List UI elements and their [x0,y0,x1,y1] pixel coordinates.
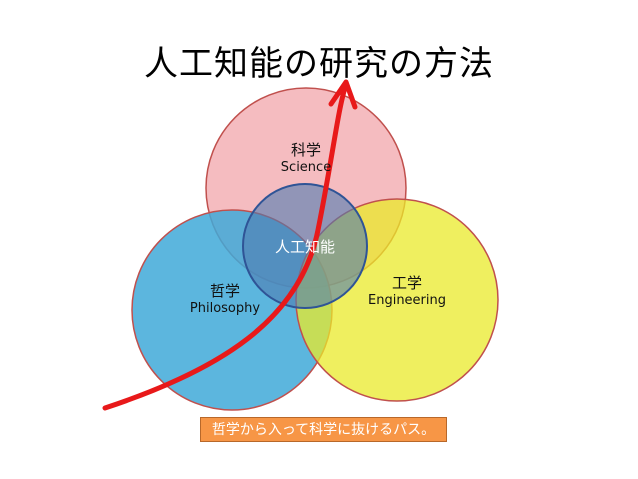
caption-box: 哲学から入って科学に抜けるパス。 [200,417,447,442]
slide-title: 人工知能の研究の方法 [144,44,494,84]
science-label: 科学 Science [266,141,346,176]
center-label: 人工知能 [274,238,335,256]
path-arrow [102,85,348,411]
philosophy-label-en: Philosophy [189,300,261,316]
engineering-label-en: Engineering [368,292,446,308]
path-arrowhead-icon [328,79,358,110]
engineering-label: 工学 Engineering [352,274,462,309]
engineering-label-ja: 工学 [391,274,422,292]
philosophy-label-ja: 哲学 [209,282,240,300]
science-label-en: Science [280,159,332,175]
science-label-ja: 科学 [290,141,321,159]
center-circle [242,183,368,309]
philosophy-label: 哲学 Philosophy [175,282,275,317]
